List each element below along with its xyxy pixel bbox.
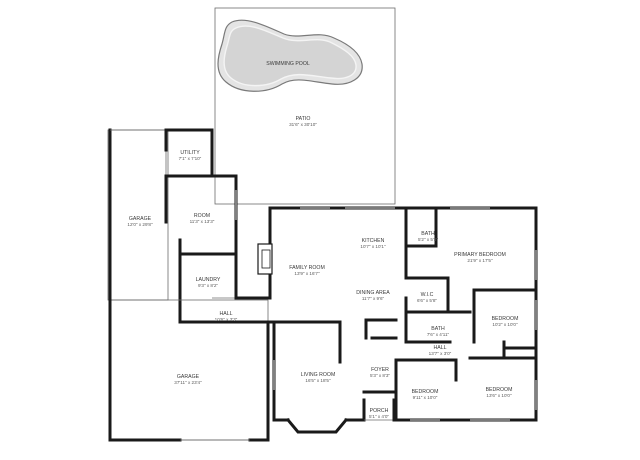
bedroom3-label: BEDROOM	[486, 387, 513, 393]
porch-dim: 5'1" x 4'0"	[369, 414, 389, 419]
porch-label: PORCH	[370, 408, 389, 414]
living-label: LIVING ROOM	[301, 372, 336, 378]
foyer-dim: 5'3" x 8'3"	[370, 373, 390, 378]
foyer-label: FOYER	[371, 367, 389, 373]
garage2-dim: 37'11" x 23'4"	[174, 380, 202, 385]
bedroom2-label: BEDROOM	[412, 389, 439, 395]
family-label: FAMILY ROOM	[289, 265, 325, 271]
family-dim: 13'9" x 16'7"	[294, 271, 320, 276]
bath2-dim: 7'6" x 4'11"	[427, 332, 450, 337]
garage-block: UTILITY 7'1" x 7'10" ROOM 11'3" x 13'3" …	[107, 128, 270, 324]
bath1-dim: 5'2" x 5'8"	[418, 237, 438, 242]
bedroom3-dim: 13'6" x 10'0"	[486, 393, 512, 398]
swimming-pool: SWIMMING POOL	[217, 19, 363, 92]
house-labels: KITCHEN 10'7" x 10'1" FAMILY ROOM 13'9" …	[289, 231, 518, 419]
bedroom1-dim: 10'2" x 10'0"	[492, 322, 518, 327]
hall2-dim: 13'7" x 3'0"	[429, 351, 452, 356]
pool-label: SWIMMING POOL	[266, 61, 310, 67]
utility-dim: 7'1" x 7'10"	[179, 156, 202, 161]
dining-dim: 11'7" x 9'6"	[362, 296, 385, 301]
patio: PATIO 31'6" x 30'10"	[214, 7, 396, 205]
garage2-label: GARAGE	[177, 374, 200, 380]
kitchen-dim: 10'7" x 10'1"	[360, 244, 386, 249]
utility-label: UTILITY	[180, 150, 200, 156]
house-walls	[257, 206, 538, 434]
living-dim: 16'5" x 18'5"	[305, 378, 331, 383]
kitchen-label: KITCHEN	[362, 238, 385, 244]
garage1-dim: 12'0" x 29'8"	[127, 222, 153, 227]
room-label: ROOM	[194, 213, 210, 219]
patio-label: PATIO	[296, 116, 311, 122]
room-dim: 11'3" x 13'3"	[190, 219, 215, 224]
hall2-label: HALL	[434, 345, 447, 351]
dining-label: DINING AREA	[356, 290, 390, 296]
bath1-label: BATH	[421, 231, 435, 237]
hall1-label: HALL	[220, 311, 233, 317]
primary-dim: 21'9" x 17'5"	[467, 258, 493, 263]
patio-dim: 31'6" x 30'10"	[289, 122, 317, 127]
bedroom1-label: BEDROOM	[492, 316, 519, 322]
laundry-label: LAUNDRY	[196, 277, 221, 283]
bedroom2-dim: 9'11" x 10'0"	[413, 395, 438, 400]
garage1-label: GARAGE	[129, 216, 152, 222]
laundry-dim: 9'3" x 8'2"	[198, 283, 218, 288]
primary-label: PRIMARY BEDROOM	[454, 252, 506, 258]
wic-label: W.I.C	[421, 292, 434, 298]
hall1-dim: 10'6" x 3'3"	[215, 317, 238, 322]
wic-dim: 6'6" x 5'8"	[417, 298, 437, 303]
bath2-label: BATH	[431, 326, 445, 332]
lower-garage: GARAGE 37'11" x 23'4"	[108, 298, 270, 442]
